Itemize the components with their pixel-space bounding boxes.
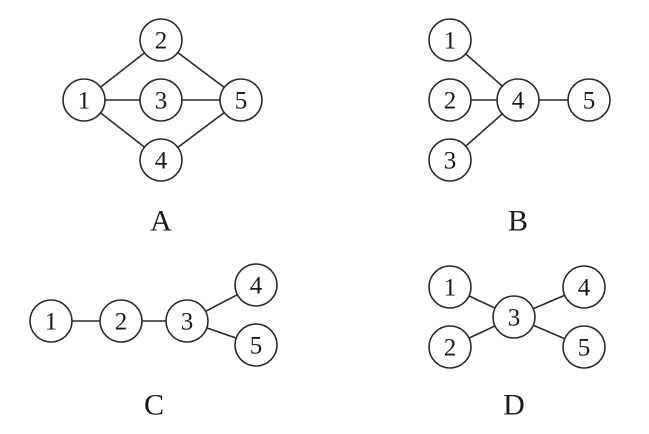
node-circle bbox=[496, 78, 540, 122]
node-label: 2 bbox=[444, 88, 457, 115]
node-b-3: 3 bbox=[428, 138, 472, 182]
node-c-2: 2 bbox=[99, 299, 143, 343]
diagram-c: 1 2 3 4 5C bbox=[29, 263, 278, 422]
panel-label-d: D bbox=[503, 389, 525, 422]
node-circle bbox=[428, 325, 472, 369]
node-circle bbox=[492, 295, 536, 339]
node-label: 2 bbox=[444, 335, 457, 362]
node-c-5: 5 bbox=[234, 323, 278, 367]
node-label: 5 bbox=[583, 88, 596, 115]
node-circle bbox=[29, 299, 73, 343]
node-d-3: 3 bbox=[492, 295, 536, 339]
node-a-4: 4 bbox=[139, 138, 183, 182]
node-d-5: 5 bbox=[562, 325, 606, 369]
node-circle bbox=[562, 325, 606, 369]
node-circle bbox=[234, 323, 278, 367]
node-label: 5 bbox=[235, 88, 248, 115]
node-circle bbox=[428, 18, 472, 62]
node-label: 3 bbox=[444, 148, 457, 175]
node-c-3: 3 bbox=[165, 299, 209, 343]
node-c-4: 4 bbox=[234, 263, 278, 307]
node-circle bbox=[139, 78, 183, 122]
node-b-1: 1 bbox=[428, 18, 472, 62]
node-circle bbox=[139, 138, 183, 182]
node-b-2: 2 bbox=[428, 78, 472, 122]
node-b-4: 4 bbox=[496, 78, 540, 122]
node-label: 1 bbox=[45, 309, 58, 336]
node-label: 3 bbox=[508, 305, 521, 332]
node-b-5: 5 bbox=[567, 78, 611, 122]
node-circle bbox=[234, 263, 278, 307]
node-label: 1 bbox=[78, 88, 91, 115]
node-label: 4 bbox=[155, 148, 168, 175]
node-c-1: 1 bbox=[29, 299, 73, 343]
panel-label-b: B bbox=[508, 205, 528, 238]
node-a-5: 5 bbox=[219, 78, 263, 122]
node-d-1: 1 bbox=[428, 265, 472, 309]
node-label: 2 bbox=[155, 28, 168, 55]
node-circle bbox=[428, 78, 472, 122]
panel-label-c: C bbox=[144, 389, 164, 422]
node-a-1: 1 bbox=[62, 78, 106, 122]
node-label: 1 bbox=[444, 28, 457, 55]
diagram-d: 1 2 3 4 5D bbox=[428, 265, 606, 422]
node-label: 3 bbox=[181, 309, 194, 336]
node-label: 3 bbox=[155, 88, 168, 115]
node-label: 4 bbox=[512, 88, 525, 115]
node-circle bbox=[562, 265, 606, 309]
node-label: 5 bbox=[250, 333, 263, 360]
node-label: 4 bbox=[250, 273, 263, 300]
node-d-4: 4 bbox=[562, 265, 606, 309]
node-circle bbox=[99, 299, 143, 343]
node-circle bbox=[567, 78, 611, 122]
node-a-2: 2 bbox=[139, 18, 183, 62]
node-circle bbox=[219, 78, 263, 122]
node-label: 2 bbox=[115, 309, 128, 336]
node-circle bbox=[139, 18, 183, 62]
node-d-2: 2 bbox=[428, 325, 472, 369]
diagram-b: 1 2 3 4 5B bbox=[428, 18, 611, 238]
node-label: 1 bbox=[444, 275, 457, 302]
node-label: 5 bbox=[578, 335, 591, 362]
panel-label-a: A bbox=[150, 205, 172, 238]
node-circle bbox=[62, 78, 106, 122]
node-circle bbox=[165, 299, 209, 343]
node-a-3: 3 bbox=[139, 78, 183, 122]
node-circle bbox=[428, 265, 472, 309]
diagram-a: 1 2 3 4 5A bbox=[62, 18, 263, 238]
node-label: 4 bbox=[578, 275, 591, 302]
node-circle bbox=[428, 138, 472, 182]
